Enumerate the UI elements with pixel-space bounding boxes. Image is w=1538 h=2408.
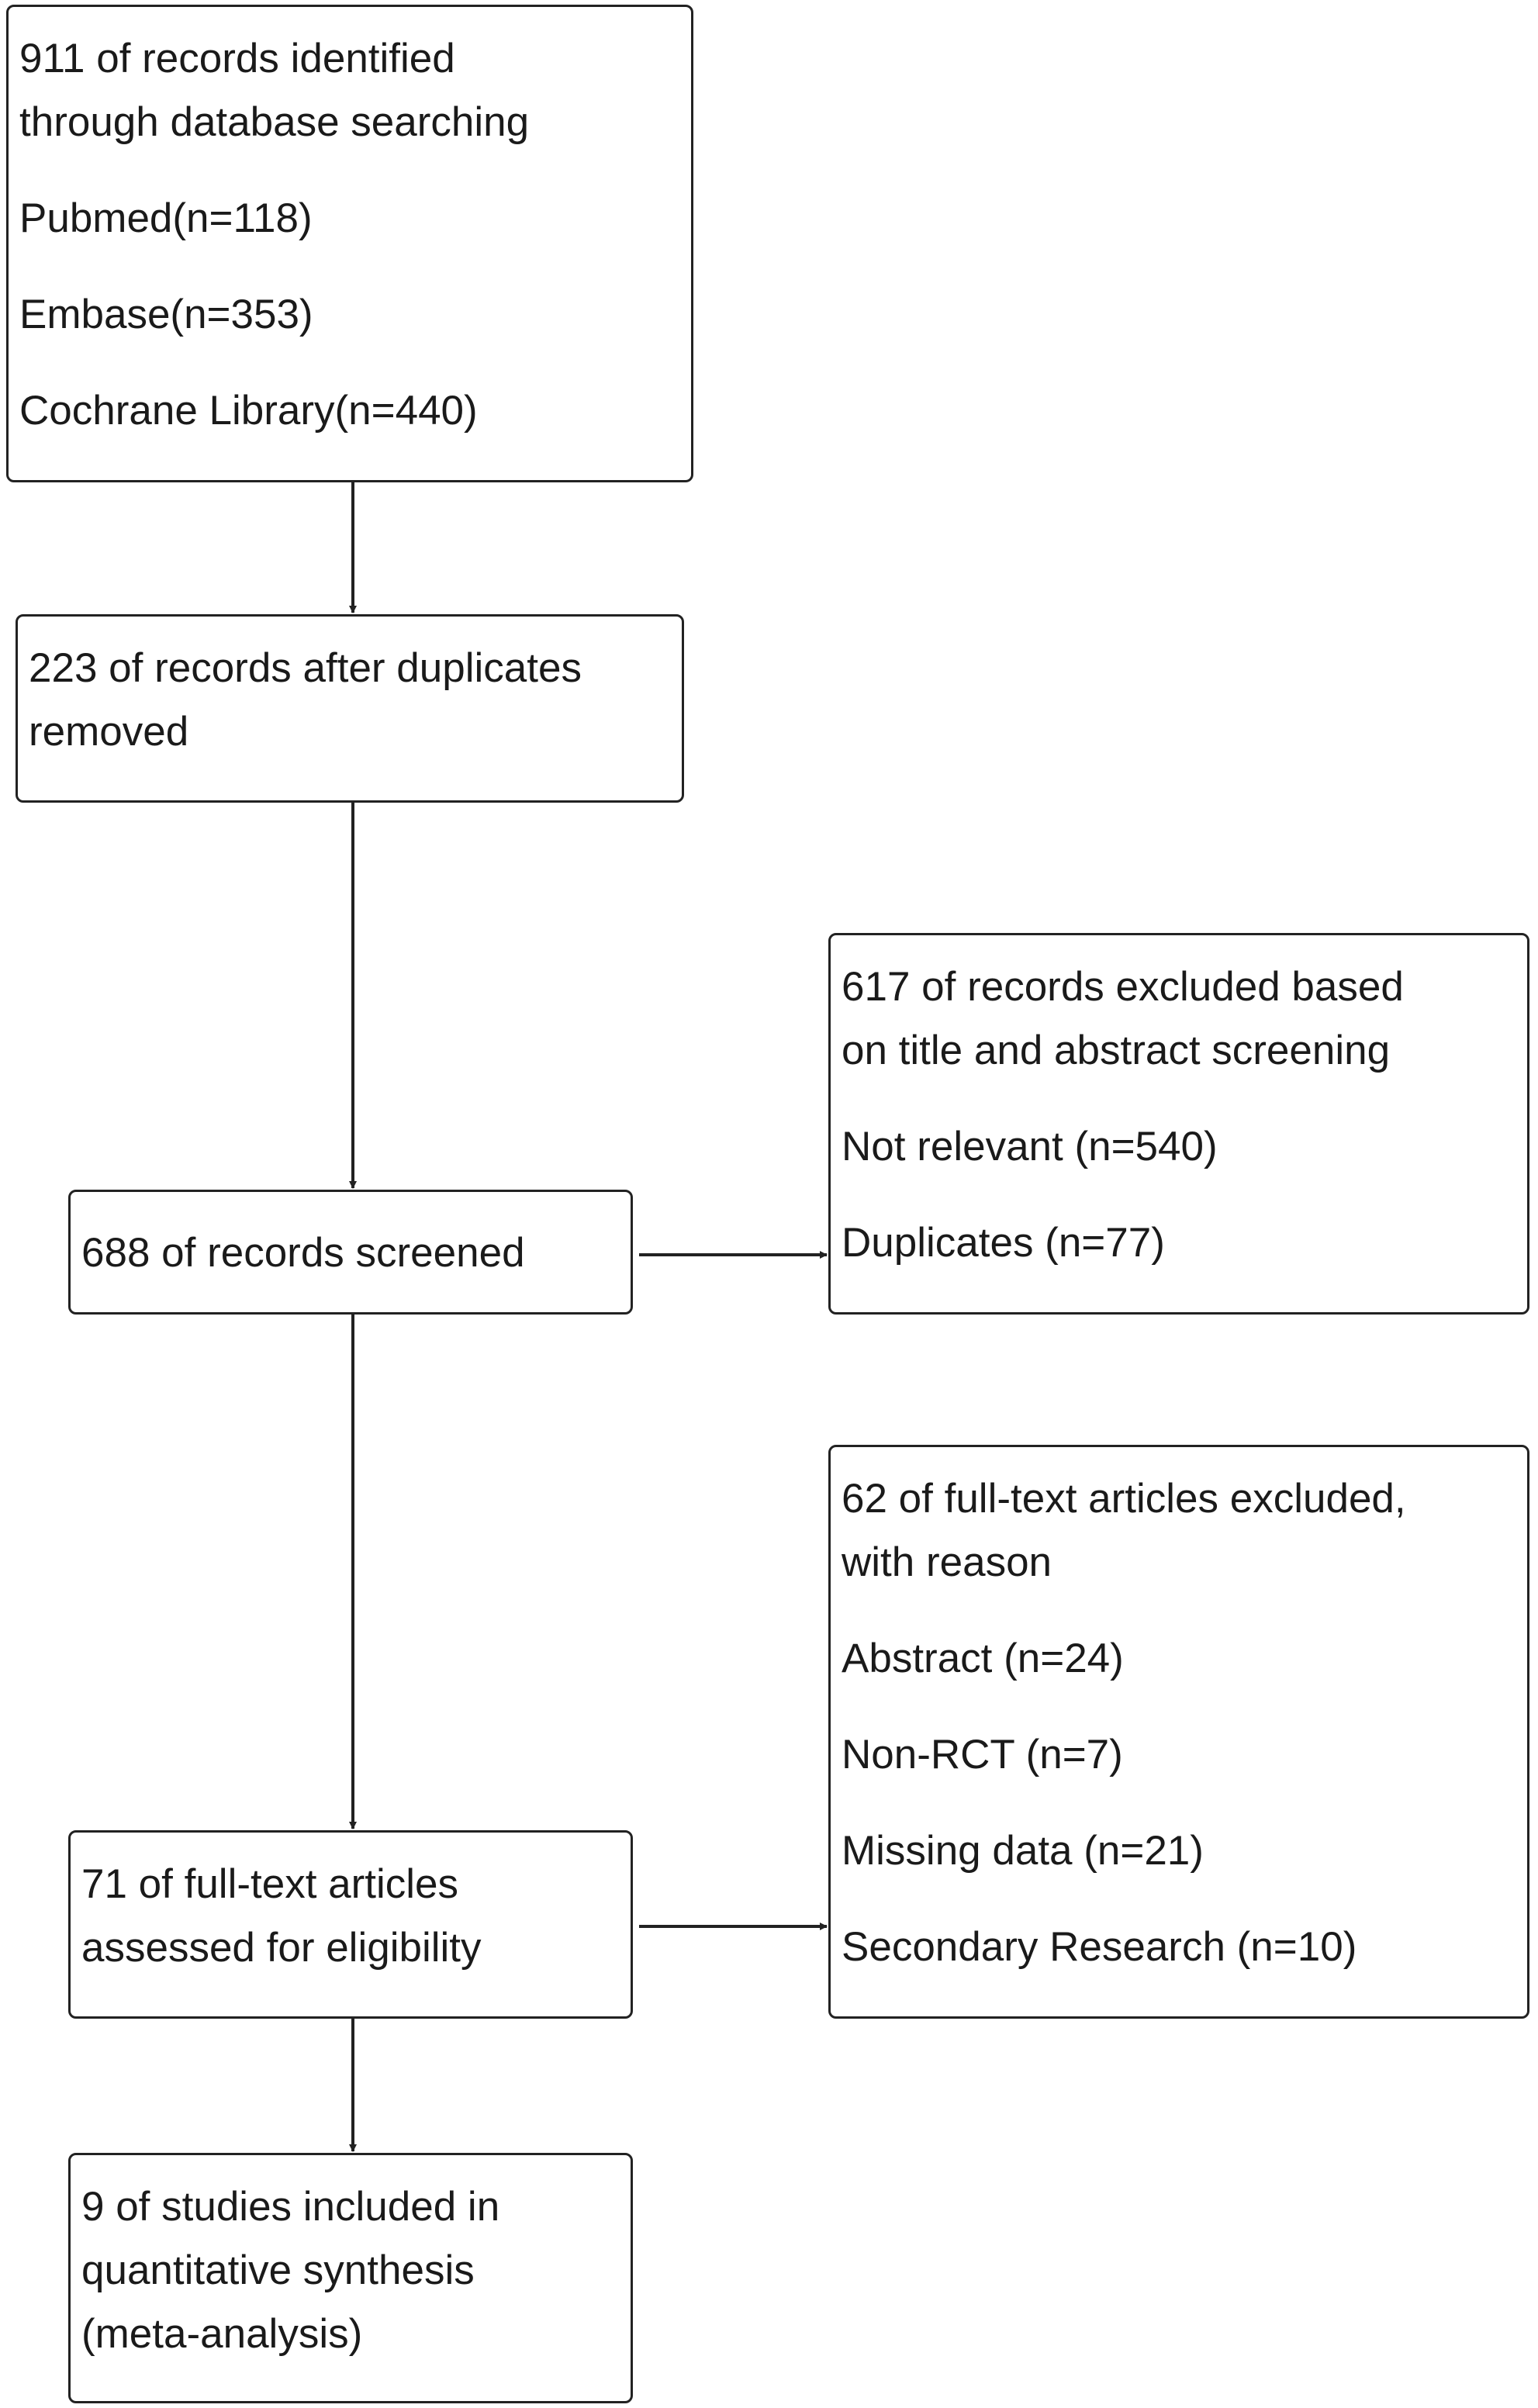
- records-identified-box: 911 of records identified through databa…: [6, 5, 693, 482]
- records-screened-box: 688 of records screened: [68, 1190, 633, 1315]
- studies-included-box: 9 of studies included in quantitative sy…: [68, 2153, 633, 2403]
- box-line: through database searching: [19, 99, 530, 145]
- source-pubmed: Pubmed(n=118): [19, 195, 313, 241]
- records-excluded-screening-box: 617 of records excluded based on title a…: [828, 933, 1529, 1315]
- box-line: assessed for eligibility: [81, 1925, 482, 1971]
- full-text-excluded-box: 62 of full-text articles excluded, with …: [828, 1445, 1529, 2019]
- reason-duplicates: Duplicates (n=77): [842, 1220, 1165, 1266]
- box-line: quantitative synthesis: [81, 2247, 475, 2293]
- reason-non-rct: Non-RCT (n=7): [842, 1732, 1123, 1777]
- reason-abstract: Abstract (n=24): [842, 1636, 1124, 1681]
- reason-missing-data: Missing data (n=21): [842, 1828, 1204, 1874]
- box-line: 617 of records excluded based: [842, 964, 1404, 1010]
- reason-not-relevant: Not relevant (n=540): [842, 1124, 1218, 1169]
- source-cochrane: Cochrane Library(n=440): [19, 388, 478, 434]
- records-after-duplicates-box: 223 of records after duplicates removed: [16, 614, 684, 803]
- box-line: 223 of records after duplicates: [29, 645, 582, 691]
- source-embase: Embase(n=353): [19, 292, 313, 337]
- reason-secondary-research: Secondary Research (n=10): [842, 1924, 1357, 1970]
- box-line: (meta-analysis): [81, 2311, 363, 2357]
- box-line: 71 of full-text articles: [81, 1861, 459, 1907]
- box-line: removed: [29, 709, 189, 755]
- box-line: 62 of full-text articles excluded,: [842, 1476, 1406, 1522]
- box-line: 688 of records screened: [81, 1230, 525, 1276]
- box-line: with reason: [842, 1539, 1052, 1585]
- full-text-assessed-box: 71 of full-text articles assessed for el…: [68, 1830, 633, 2019]
- box-line: 911 of records identified: [19, 36, 455, 81]
- box-line: 9 of studies included in: [81, 2184, 500, 2230]
- box-line: on title and abstract screening: [842, 1028, 1391, 1073]
